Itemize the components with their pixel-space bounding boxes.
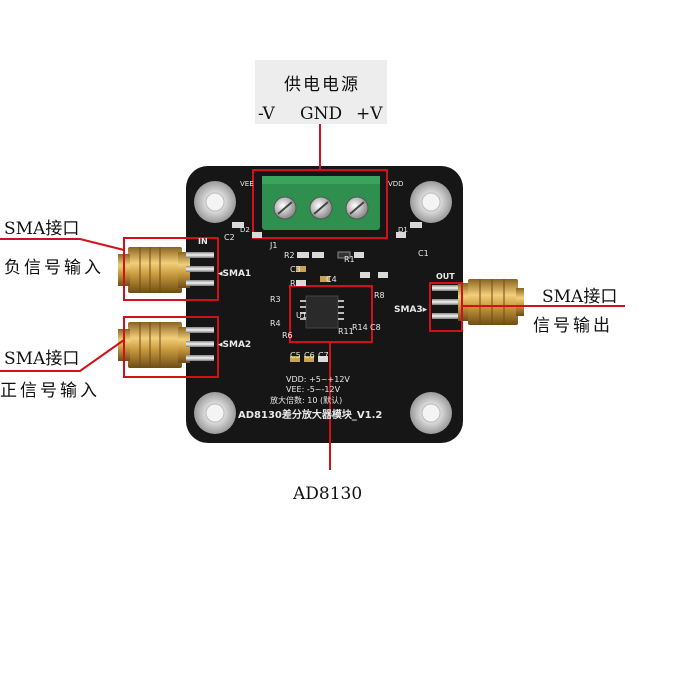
silk-r6: R6	[282, 331, 293, 340]
silk-vdd: VDD	[388, 180, 404, 188]
ic-pins	[300, 300, 344, 320]
silk-r4: R4	[270, 319, 281, 328]
smd-components	[232, 222, 422, 362]
mounting-hole-bl	[194, 392, 236, 434]
mounting-hole-tr	[410, 181, 452, 223]
silk-c5: C5	[290, 351, 301, 360]
terminal-block	[262, 176, 380, 230]
sma2-label-line2: 正信号输入	[0, 381, 100, 401]
silk-r11: R11	[338, 327, 354, 336]
mounting-hole-tl	[194, 181, 236, 223]
silk-r5: R5	[290, 279, 301, 288]
sma3-label-line2: 信号输出	[533, 316, 613, 336]
silk-board-title: AD8130差分放大器模块_V1.2	[238, 408, 382, 421]
silk-c1: C1	[418, 249, 429, 258]
power-neg-label: -V	[258, 104, 275, 124]
silk-in: IN	[198, 237, 208, 246]
sma3-connector	[432, 279, 524, 325]
power-pos-label: +V	[356, 104, 383, 124]
silk-vee-spec: VEE: -5~-12V	[286, 385, 341, 394]
sma1-highlight-box	[123, 237, 219, 301]
silk-d1: D1	[398, 226, 408, 234]
silk-j1: J1	[269, 241, 277, 250]
silk-c6: C6	[304, 351, 315, 360]
sma1-connector	[118, 247, 214, 293]
sma2-leader-line	[0, 339, 125, 372]
silk-r14: R14	[352, 323, 368, 332]
silk-vee: VEE	[240, 180, 254, 188]
sma3-label-line1: SMA接口	[542, 287, 618, 307]
ic-u1	[305, 295, 339, 329]
sma2-label-line1: SMA接口	[4, 349, 80, 369]
power-title: 供电电源	[284, 75, 360, 95]
sma1-leader-line	[0, 238, 125, 251]
ad8130-label: AD8130	[293, 484, 363, 504]
silk-sma3: SMA3▸	[394, 305, 428, 315]
sma1-label-line1: SMA接口	[4, 219, 80, 239]
silk-c3: C3	[290, 265, 301, 274]
silk-c7: C7	[318, 351, 329, 360]
sma2-highlight-box	[123, 316, 219, 378]
silk-sma1: ◂SMA1	[218, 269, 251, 279]
silk-c4: C4	[326, 275, 337, 284]
power-gnd-label: GND	[300, 104, 343, 124]
mounting-hole-br	[410, 392, 452, 434]
silk-out: OUT	[436, 272, 455, 281]
silk-u1: U1	[296, 311, 307, 320]
silk-c2: C2	[224, 233, 235, 242]
silk-r8: R8	[374, 291, 385, 300]
silk-r1: R1	[344, 255, 355, 264]
silk-vdd-spec: VDD: +5~+12V	[286, 375, 350, 384]
silk-sma2: ◂SMA2	[218, 340, 251, 350]
power-label-box	[255, 60, 387, 124]
silk-d2: D2	[240, 226, 250, 234]
silk-r2: R2	[284, 251, 295, 260]
sma1-label-line2: 负信号输入	[4, 258, 104, 278]
silk-r3: R3	[270, 295, 281, 304]
silk-gain: 放大倍数: 10 (默认)	[270, 395, 342, 405]
silk-c8: C8	[370, 323, 381, 332]
